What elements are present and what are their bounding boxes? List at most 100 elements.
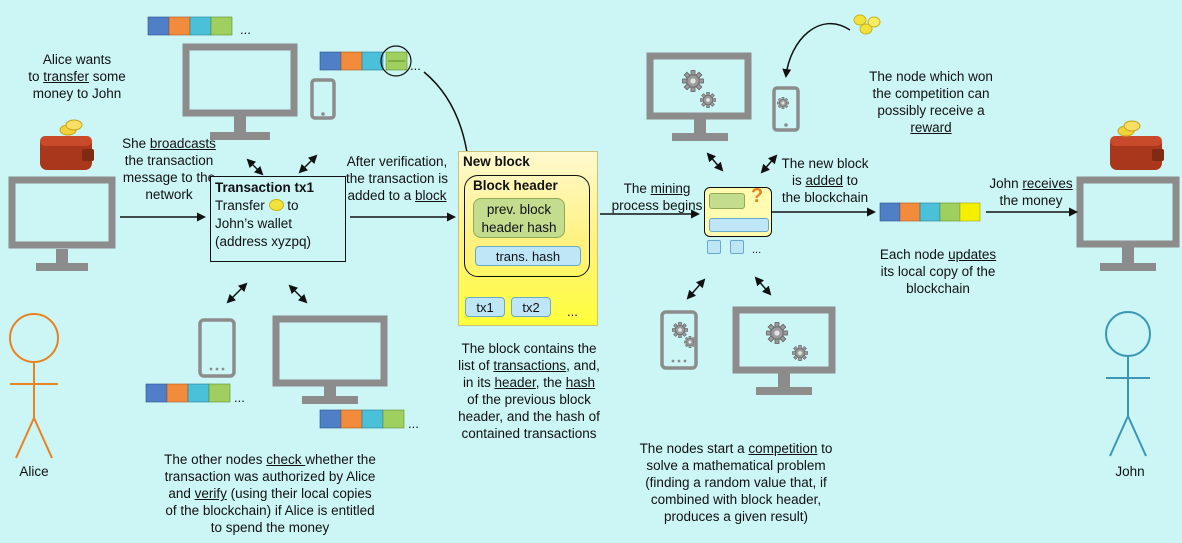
- mining-text: The mining process begins: [604, 180, 710, 214]
- reward-line: reward: [910, 120, 952, 135]
- monitor-icon: [732, 306, 836, 395]
- transaction-title: Transaction tx1: [215, 180, 315, 195]
- mini-header: [709, 193, 745, 209]
- monitor-icon: [646, 52, 752, 141]
- broadcast-line: She broadcasts: [122, 136, 216, 151]
- transaction-line: (address xyzpq): [215, 234, 312, 249]
- check-line: to spend the money: [210, 520, 330, 535]
- receives-line: John receives: [989, 176, 1073, 191]
- gear-icon: [700, 92, 716, 108]
- gear-icon: [777, 97, 789, 109]
- mini-tx: [730, 240, 744, 254]
- block-description-line: contained transactions: [461, 426, 597, 441]
- john-receives-text: John receives the money: [976, 175, 1086, 209]
- reward-line: possibly receive a: [877, 103, 985, 118]
- block-description-line: header, and the hash of: [458, 409, 600, 424]
- tablet-icon: [660, 310, 698, 370]
- monitor-icon: [1076, 176, 1180, 271]
- block-header: Block header prev. block header hash tra…: [464, 175, 590, 277]
- check-line: transaction was authorized by Alice: [164, 469, 376, 484]
- chain-ellipsis: ...: [234, 390, 245, 405]
- receives-line: the money: [999, 193, 1063, 208]
- new-block-title: New block: [463, 154, 530, 169]
- block-description-line: list of transactions, and,: [458, 358, 600, 373]
- monitor-icon: [182, 43, 298, 140]
- check-text: The other nodes check whether the transa…: [140, 451, 400, 536]
- competition-text: The nodes start a competition to solve a…: [616, 440, 856, 525]
- updates-line: Each node updates: [879, 247, 997, 262]
- broadcast-line: network: [145, 187, 193, 202]
- reward-line: the competition can: [872, 86, 990, 101]
- gear-icon: [684, 336, 696, 348]
- added-text: The new block is added to the blockchain: [770, 155, 880, 206]
- chain-blocks: [145, 383, 231, 403]
- updates-line: its local copy of the: [880, 264, 996, 279]
- gear-icon: [792, 345, 808, 361]
- broadcast-line: the transaction: [124, 153, 214, 168]
- reward-line: The node which won: [869, 69, 993, 84]
- verification-line: added to a block: [347, 188, 447, 203]
- competition-line: The nodes start a competition to: [639, 441, 833, 456]
- mini-hash: [709, 218, 769, 232]
- block-description-line: of the previous block: [467, 392, 591, 407]
- prev-block-hash: prev. block header hash: [473, 198, 565, 238]
- coin-icon: [853, 14, 881, 35]
- updates-line: blockchain: [906, 281, 970, 296]
- phone-icon: [310, 78, 336, 120]
- competition-line: solve a mathematical problem: [646, 458, 826, 473]
- added-line: the blockchain: [781, 190, 869, 205]
- wallet-icon: [1110, 120, 1164, 170]
- block-description: The block contains the list of transacti…: [436, 340, 622, 442]
- updates-text: Each node updates its local copy of the …: [858, 246, 1018, 297]
- mini-tx: [707, 240, 721, 254]
- transaction-line: Transfer to: [215, 198, 299, 213]
- transaction-line: John’s wallet: [215, 216, 293, 231]
- transaction-box: Transaction tx1 Transfer to John’s walle…: [210, 176, 346, 262]
- person-icon: [9, 313, 59, 459]
- mining-block: ?: [704, 185, 772, 237]
- mini-ellipsis: ...: [752, 244, 762, 256]
- wallet-icon: [40, 119, 94, 170]
- verification-line: the transaction is: [345, 171, 449, 186]
- added-line: The new block: [781, 156, 869, 171]
- monitor-icon: [272, 315, 388, 404]
- check-line: The other nodes check whether the: [164, 452, 376, 467]
- competition-line: (finding a random value that, if: [645, 475, 827, 490]
- tablet-icon: [198, 318, 236, 378]
- new-block: New block Block header prev. block heade…: [458, 151, 598, 326]
- chain-ellipsis: ...: [240, 22, 251, 37]
- chain-blocks: [319, 409, 405, 429]
- verification-text: After verification, the transaction is a…: [334, 153, 460, 204]
- check-line: of the blockchain) if Alice is entitled: [165, 503, 375, 518]
- blockchain-updated: [879, 202, 981, 222]
- broadcast-line: message to the: [122, 170, 216, 185]
- alice-intro: Alice wants to transfer some money to Jo…: [2, 51, 152, 102]
- block-header-title: Block header: [473, 178, 558, 193]
- alice-label: Alice: [19, 464, 49, 479]
- more-transactions: ...: [567, 304, 578, 319]
- trans-hash: trans. hash: [475, 246, 581, 266]
- person-icon: [1105, 311, 1151, 457]
- tx2-cell: tx2: [511, 297, 551, 317]
- broadcast-text: She broadcasts the transaction message t…: [110, 135, 228, 203]
- tx1-cell: tx1: [465, 297, 505, 317]
- gear-icon: [672, 322, 688, 338]
- gear-icon: [682, 70, 704, 92]
- check-line: and verify (using their local copies: [168, 486, 372, 501]
- added-line: is added to: [791, 173, 859, 188]
- alice-intro-line: Alice wants: [42, 52, 112, 67]
- block-description-line: in its header, the hash: [462, 375, 596, 390]
- john-label: John: [1115, 464, 1145, 479]
- monitor-icon: [8, 176, 116, 271]
- coin-icon: [268, 199, 284, 211]
- verification-line: After verification,: [346, 154, 448, 169]
- alice-intro-line: to transfer some: [28, 69, 126, 84]
- gear-icon: [766, 322, 788, 344]
- chain-blocks: [319, 45, 412, 77]
- block-description-line: The block contains the: [461, 341, 597, 356]
- reward-text: The node which won the competition can p…: [836, 68, 1026, 136]
- chain-blocks: [147, 16, 233, 36]
- phone-icon: [772, 86, 800, 132]
